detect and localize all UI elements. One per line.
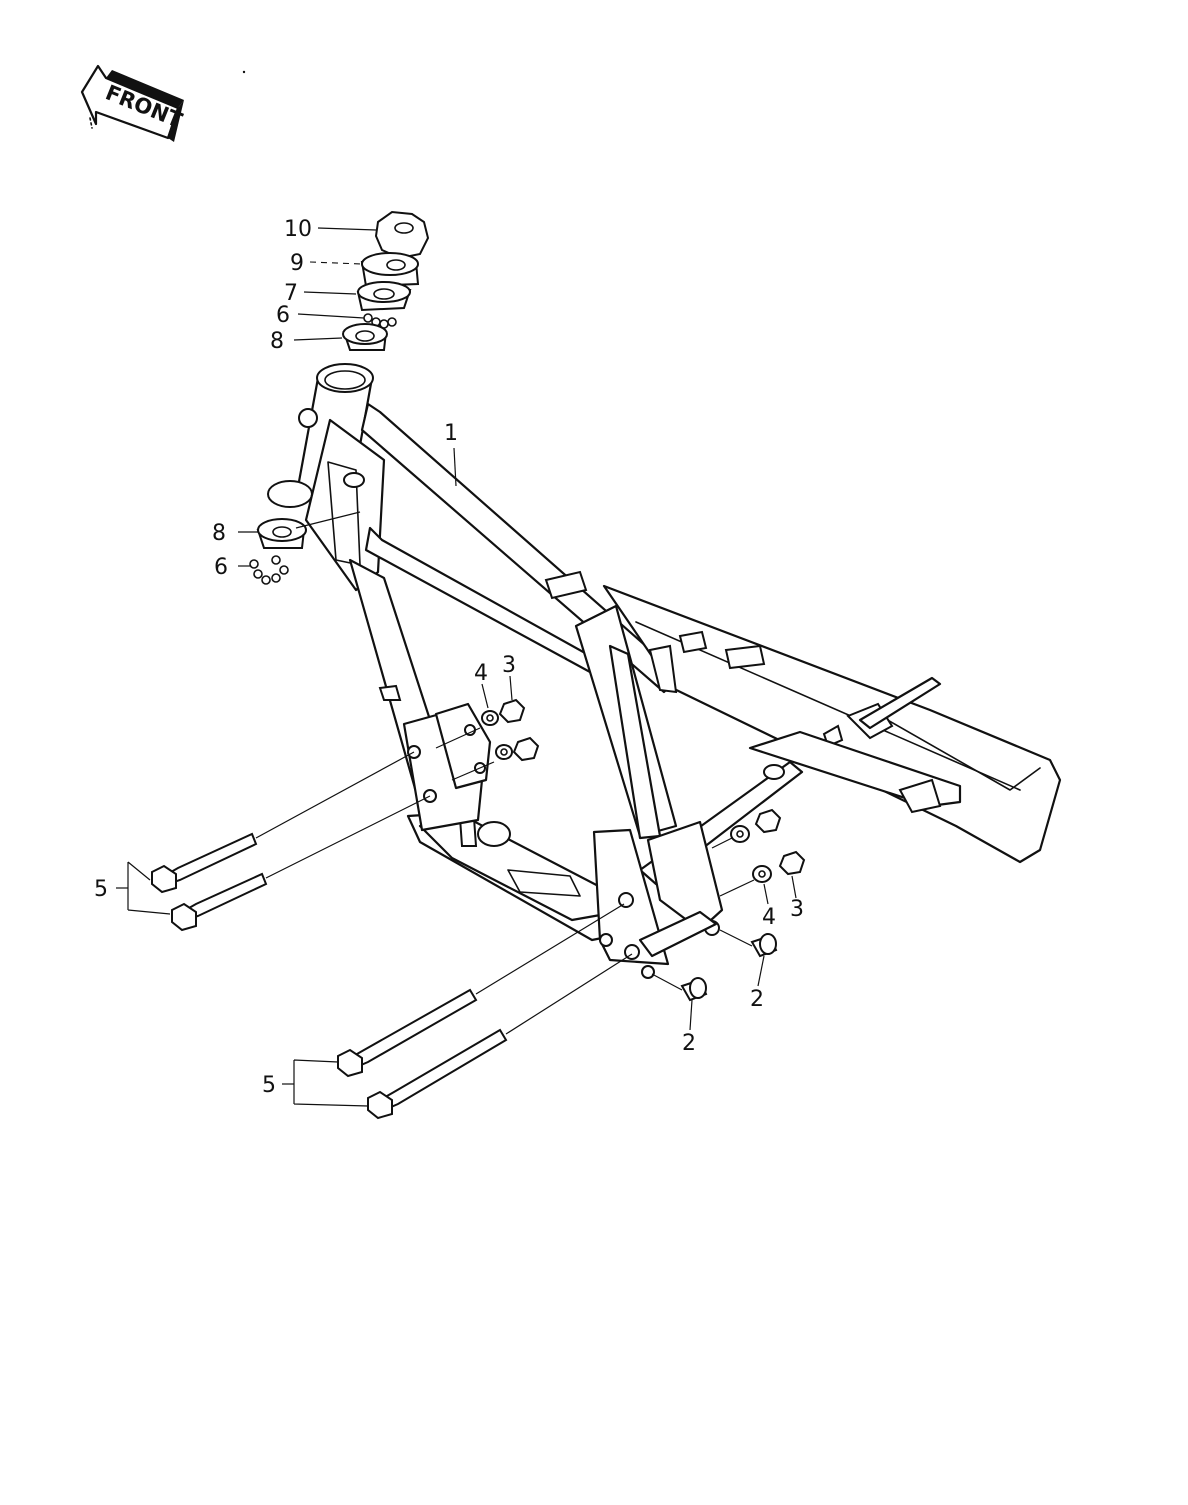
callout-4-front: 4 [474, 661, 488, 686]
callout-7: 7 [284, 281, 298, 306]
washer-front [481, 710, 513, 760]
upper-cone [342, 323, 388, 351]
engine-bolt-upper-a [151, 832, 258, 894]
front-arrow-icon: FRONT [80, 64, 186, 142]
head-cap [360, 252, 420, 288]
callout-4-rear: 4 [762, 905, 776, 930]
callout-10: 10 [284, 217, 312, 242]
engine-bolt-lower-b [367, 1028, 508, 1120]
washer-rear [730, 825, 772, 883]
alignment-lines [255, 511, 755, 1035]
callout-5-upper: 5 [94, 877, 108, 902]
callout-8-upper: 8 [270, 329, 284, 354]
callout-9: 9 [290, 251, 304, 276]
callout-leaders [116, 227, 797, 1107]
nut-rear [754, 808, 806, 876]
steering-stem-nut [374, 210, 430, 260]
callout-3-rear: 3 [790, 897, 804, 922]
callout-6-upper: 6 [276, 303, 290, 328]
dowel-pin-lower [680, 977, 708, 1002]
lower-cone [256, 518, 307, 549]
callout-1: 1 [444, 421, 458, 446]
callout-6-lower: 6 [214, 555, 228, 580]
engine-bolt-lower-a [337, 988, 478, 1078]
dowel-pin-upper [750, 933, 778, 958]
print-speck [242, 70, 246, 74]
nut-front [498, 698, 540, 762]
callout-3-front: 3 [502, 653, 516, 678]
lower-ball-set [249, 555, 289, 585]
callout-5-lower: 5 [262, 1073, 276, 1098]
engine-bolt-upper-b [171, 872, 268, 932]
frame-drawing [267, 363, 1062, 979]
callout-8-lower: 8 [212, 521, 226, 546]
callout-2-upper: 2 [750, 987, 764, 1012]
upper-race [356, 281, 412, 312]
callout-labels: 10 9 7 6 8 1 8 6 4 3 5 4 3 2 2 5 [94, 217, 804, 1098]
callout-2-lower: 2 [682, 1031, 696, 1056]
